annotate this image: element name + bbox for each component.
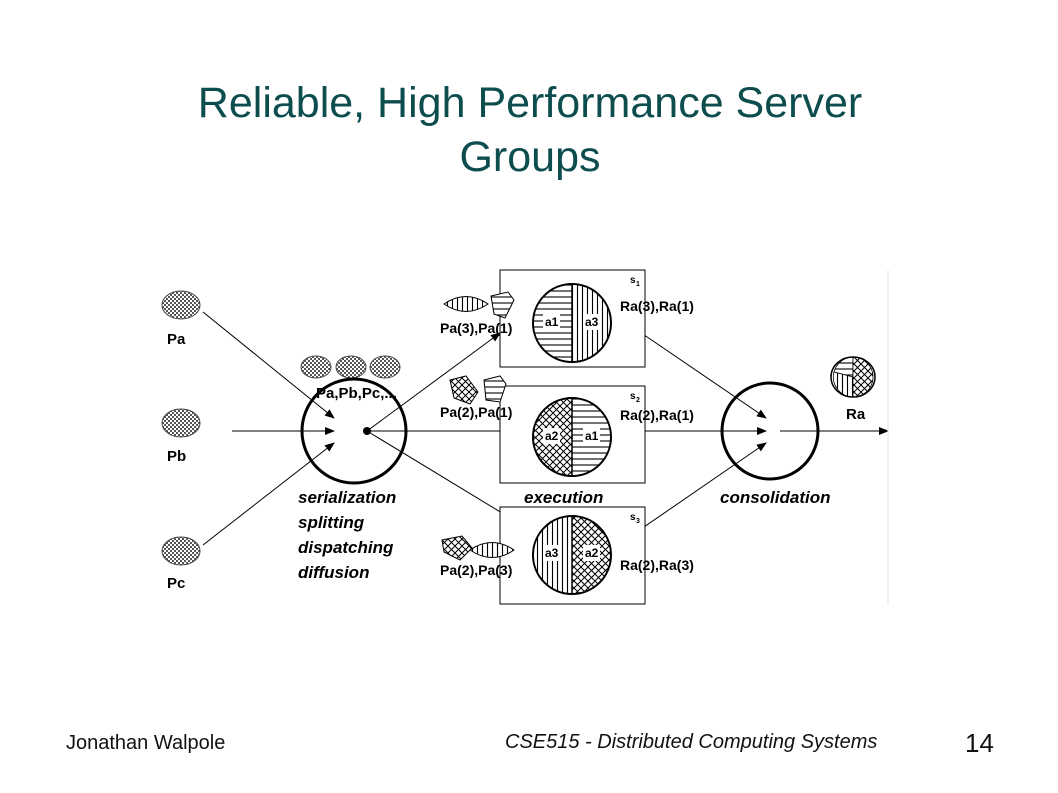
- footer-course: CSE515 - Distributed Computing Systems: [505, 731, 878, 753]
- server-s1: s 1 a1 a3 Ra(3),Ra(1): [499, 269, 694, 368]
- arrow-pa: [202, 311, 335, 419]
- server-id-sub: 2: [636, 397, 640, 404]
- server-id-sub: 3: [636, 518, 640, 525]
- server-id-letter: s: [630, 275, 636, 286]
- label-bg: [543, 428, 560, 444]
- server-circle: [532, 397, 612, 477]
- slide-title: Reliable, High Performance Server Groups: [60, 76, 1000, 184]
- fragment: [483, 375, 507, 403]
- server-circle: [532, 283, 612, 363]
- label-bg: [583, 545, 600, 561]
- request-fragments-s2: Pa(2),Pa(1): [440, 375, 512, 420]
- fragment: [449, 375, 479, 405]
- input-pb-dot: [161, 408, 201, 438]
- execution-label: execution: [524, 488, 603, 507]
- server-s3: s 3 a3 a2 Ra(2),Ra(3): [499, 506, 694, 605]
- input-pb: Pb: [161, 408, 201, 465]
- output-result: Ra: [830, 356, 876, 423]
- input-pa-dot: [161, 290, 201, 320]
- segment-label-left: a1: [545, 315, 559, 329]
- server-result-label: Ra(2),Ra(1): [620, 407, 694, 423]
- request-queue: Pa,Pb,Pc,...: [300, 355, 401, 402]
- arrow-pc: [202, 442, 335, 546]
- output-segment: [852, 356, 874, 398]
- server-id-letter: s: [630, 512, 636, 523]
- server-s2: s 2 a2 a1 Ra(2),Ra(1): [499, 385, 694, 484]
- fragment: [443, 296, 489, 312]
- request-label-s1: Pa(3),Pa(1): [440, 320, 512, 336]
- request-fragments-s3: Pa(2),Pa(3): [440, 535, 515, 578]
- queue-dot: [300, 355, 332, 379]
- dispatch-arrow-s1: [366, 332, 501, 432]
- label-bg: [583, 428, 600, 444]
- server-circle: [532, 515, 612, 595]
- input-pc-label: Pc: [167, 575, 185, 592]
- fragment: [441, 535, 473, 561]
- footer-author: Jonathan Walpole: [66, 732, 226, 754]
- input-pa-label: Pa: [167, 331, 186, 348]
- dispatcher-label-serialization: serialization: [298, 488, 396, 507]
- server-id-sub: 1: [636, 281, 640, 288]
- server-result-label: Ra(2),Ra(3): [620, 557, 694, 573]
- request-label-s2: Pa(2),Pa(1): [440, 404, 512, 420]
- dispatcher-label-dispatching: dispatching: [298, 538, 394, 557]
- segment-label-right: a3: [585, 315, 599, 329]
- dispatcher-label-splitting: splitting: [298, 513, 365, 532]
- queue-dot: [369, 355, 401, 379]
- label-bg: [543, 314, 560, 330]
- segment-label-right: a1: [585, 429, 599, 443]
- segment-label-right: a2: [585, 546, 599, 560]
- page-number: 14: [965, 728, 994, 758]
- dispatcher-label-diffusion: diffusion: [298, 563, 369, 582]
- fragment: [469, 542, 515, 558]
- title-line-1: Reliable, High Performance Server: [197, 79, 863, 127]
- request-label-s3: Pa(2),Pa(3): [440, 562, 512, 578]
- fragment: [490, 291, 515, 319]
- input-pc-dot: [161, 536, 201, 566]
- server-result-label: Ra(3),Ra(1): [620, 298, 694, 314]
- input-pc: Pc: [161, 536, 201, 592]
- output-dot: [830, 356, 876, 398]
- label-bg: [583, 314, 600, 330]
- request-fragments-s1: Pa(3),Pa(1): [440, 291, 515, 336]
- server-id-letter: s: [630, 391, 636, 402]
- consolidation-circle: [720, 381, 820, 481]
- output-label: Ra: [846, 406, 866, 423]
- segment-label-left: a3: [545, 546, 559, 560]
- queue-label: Pa,Pb,Pc,...: [316, 385, 397, 402]
- title-line-2: Groups: [459, 133, 601, 181]
- consolidation-label: consolidation: [720, 488, 831, 507]
- queue-dot: [335, 355, 367, 379]
- label-bg: [543, 545, 560, 561]
- input-pa: Pa: [161, 290, 201, 348]
- segment-label-left: a2: [545, 429, 559, 443]
- input-pb-label: Pb: [167, 448, 186, 465]
